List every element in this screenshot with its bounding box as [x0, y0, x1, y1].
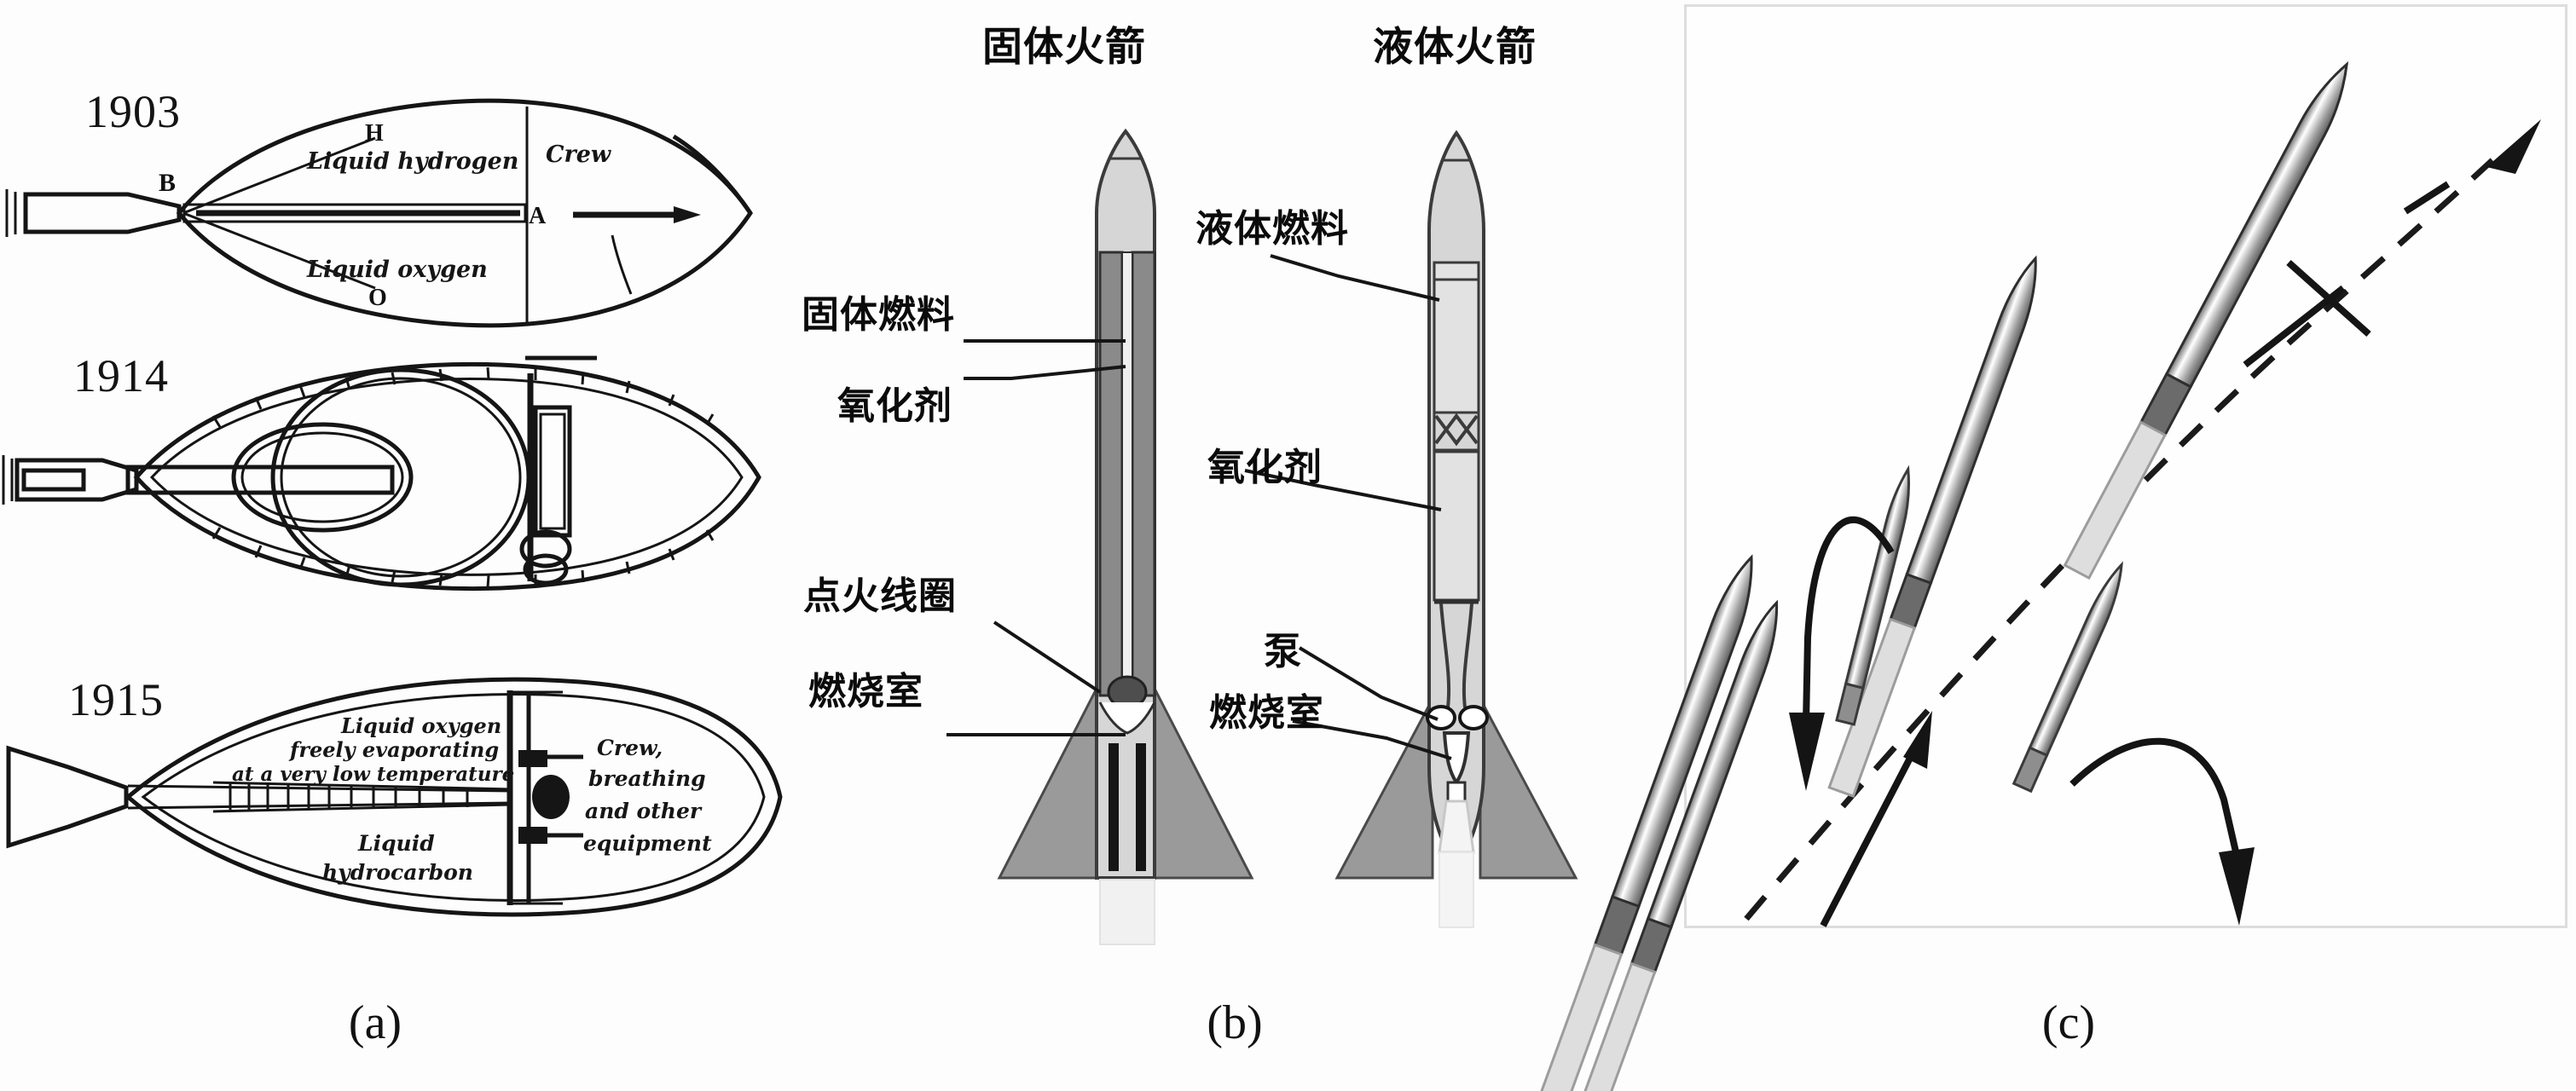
- liquid-rocket-title: 液体火箭: [1373, 24, 1537, 71]
- label-fuel-line1-1915: Liquid: [357, 831, 435, 856]
- rocket-stage-middle: [1827, 255, 2037, 799]
- solid-rocket-drawing: [946, 128, 1254, 945]
- left-discard-arrow: [1789, 516, 1895, 791]
- label-fuel-line2-1915: hydrocarbon: [322, 860, 473, 885]
- label-solid-fuel: 固体燃料: [802, 293, 955, 337]
- caption-c: (c): [2041, 996, 2096, 1049]
- panel-c-drawing: [1535, 61, 2541, 1091]
- label-crew-line2-1915: breathing: [588, 766, 706, 791]
- liquid-rocket-drawing: [1244, 130, 1578, 928]
- label-oxygen-line3-1915: at a very low temperature: [232, 763, 514, 786]
- right-discard-arrow: [2069, 737, 2255, 926]
- label-liquid-fuel: 液体燃料: [1195, 207, 1349, 251]
- rocket-stage-bottom-cluster: [1535, 554, 1779, 1091]
- label-liquid-hydrogen-1903: Liquid hydrogen: [306, 148, 518, 175]
- solid-rocket-title: 固体火箭: [982, 24, 1146, 71]
- panel-a: 1903 Liquid hydrogen: [0, 0, 819, 955]
- debris-top: [2243, 181, 2451, 368]
- point-h-1903: H: [365, 120, 384, 147]
- trajectory-dashed-path: [1744, 158, 2495, 921]
- label-crew-line4-1915: equipment: [583, 831, 712, 856]
- label-liquid-oxygen-1903: Liquid oxygen: [306, 257, 488, 283]
- label-liquid-oxidizer: 氧化剂: [1207, 446, 1323, 489]
- trajectory-arrowhead: [2486, 119, 2541, 174]
- label-oxygen-line1-1915: Liquid oxygen: [340, 713, 501, 738]
- label-oxygen-line2-1915: freely evaporating: [288, 737, 499, 762]
- rocket-stage-discarded-right: [2012, 561, 2123, 794]
- label-solid-oxidizer: 氧化剂: [837, 384, 952, 428]
- thrust-arrow: [1820, 711, 1932, 927]
- rocket-stage-top: [2063, 61, 2349, 580]
- panel-c-frame: [1535, 4, 2567, 1091]
- diagram-1903: Liquid hydrogen Liquid oxygen Crew B H A…: [5, 98, 754, 328]
- label-pump: 泵: [1264, 630, 1302, 673]
- label-solid-combustion-chamber: 燃烧室: [808, 670, 923, 713]
- year-label-1903: 1903: [85, 86, 181, 137]
- diagram-1914: [2, 355, 761, 592]
- caption-a: (a): [348, 996, 402, 1049]
- label-crew-line1-1915: Crew,: [597, 736, 663, 760]
- point-a-1903: A: [529, 203, 547, 229]
- label-liquid-combustion-chamber: 燃烧室: [1209, 691, 1324, 735]
- rocket-stage-discarded-left: [1835, 465, 1910, 726]
- label-crew-line3-1915: and other: [585, 799, 703, 823]
- label-ignition-coil: 点火线圈: [803, 574, 957, 618]
- label-crew-1903: Crew: [546, 141, 612, 168]
- caption-b: (b): [1207, 996, 1263, 1049]
- panel-b: 固体火箭 液体火箭: [793, 0, 1680, 955]
- diagram-1915: Liquid oxygen freely evaporating at a ve…: [6, 677, 783, 917]
- point-o-1903: O: [368, 285, 387, 311]
- point-b-1903: B: [159, 169, 176, 197]
- year-label-1915: 1915: [68, 674, 164, 725]
- year-label-1914: 1914: [73, 350, 169, 401]
